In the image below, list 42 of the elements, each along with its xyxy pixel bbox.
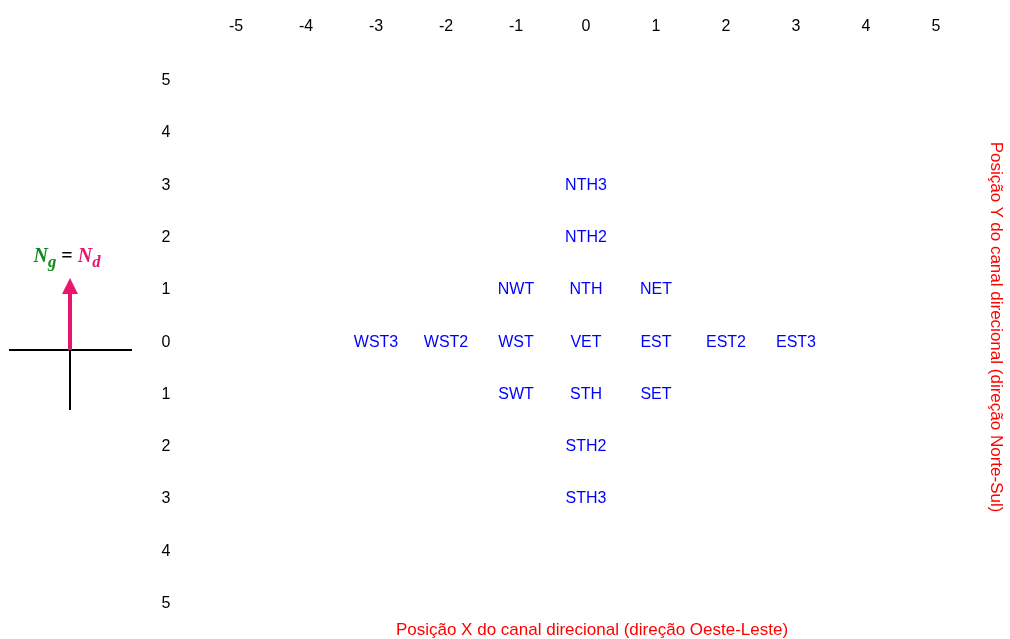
channel-label: EST3 (776, 333, 816, 350)
axis-tick-label: -1 (508, 18, 524, 34)
equation: N$_{g}$ = N$_{d}$ (33, 245, 101, 271)
channel-label: EST (640, 333, 672, 350)
channel-label: WST2 (423, 333, 469, 350)
axis-tick-label: 5 (161, 72, 171, 88)
axis-tick-label: 0 (581, 18, 591, 34)
axis-title: Posição Y do canal direcional (direção Norte-Sul) (987, 141, 1005, 513)
axis-tick-label: 1 (161, 281, 171, 298)
axis-tick-label: 1 (161, 385, 171, 402)
channel-label: WST3 (353, 333, 399, 350)
channel-label: STH3 (565, 490, 607, 507)
axis-tick-label: -5 (228, 18, 244, 34)
axis-tick-label: -4 (298, 18, 314, 34)
channel-label: NTH (569, 281, 603, 298)
axis-tick-label: 4 (861, 18, 871, 34)
axis-tick-label: 3 (791, 18, 801, 34)
axis-tick-label: 2 (161, 228, 171, 245)
channel-label: STH2 (565, 438, 607, 455)
channel-label: NWT (497, 281, 535, 298)
channel-label: NTH2 (565, 228, 607, 245)
channel-label: SWT (498, 385, 534, 402)
channel-label: EST2 (706, 333, 746, 350)
axis-tick-label: 4 (161, 542, 171, 559)
axis-tick-label: 3 (161, 490, 171, 507)
channel-label: WST (498, 333, 534, 350)
channel-label: STH (570, 385, 602, 402)
channel-label: NET (640, 281, 672, 298)
channel-label: VET (570, 333, 602, 350)
axis-tick-label: -3 (368, 18, 384, 34)
axis-tick-label: 3 (161, 176, 171, 193)
channel-label: NTH3 (565, 176, 607, 193)
axis-tick-label: 2 (161, 438, 171, 455)
axis-tick-label: 1 (651, 18, 661, 34)
axis-tick-label: 5 (931, 18, 941, 34)
axis-tick-label: -2 (438, 18, 454, 34)
axis-tick-label: 5 (161, 595, 171, 611)
axis-tick-label: 4 (161, 124, 171, 141)
axis-title: Posição X do canal direcional (direção Oeste-Leste) (395, 620, 789, 638)
axis-tick-label: 2 (721, 18, 731, 34)
axis-tick-label: 0 (161, 333, 171, 350)
channel-label: SET (640, 385, 672, 402)
